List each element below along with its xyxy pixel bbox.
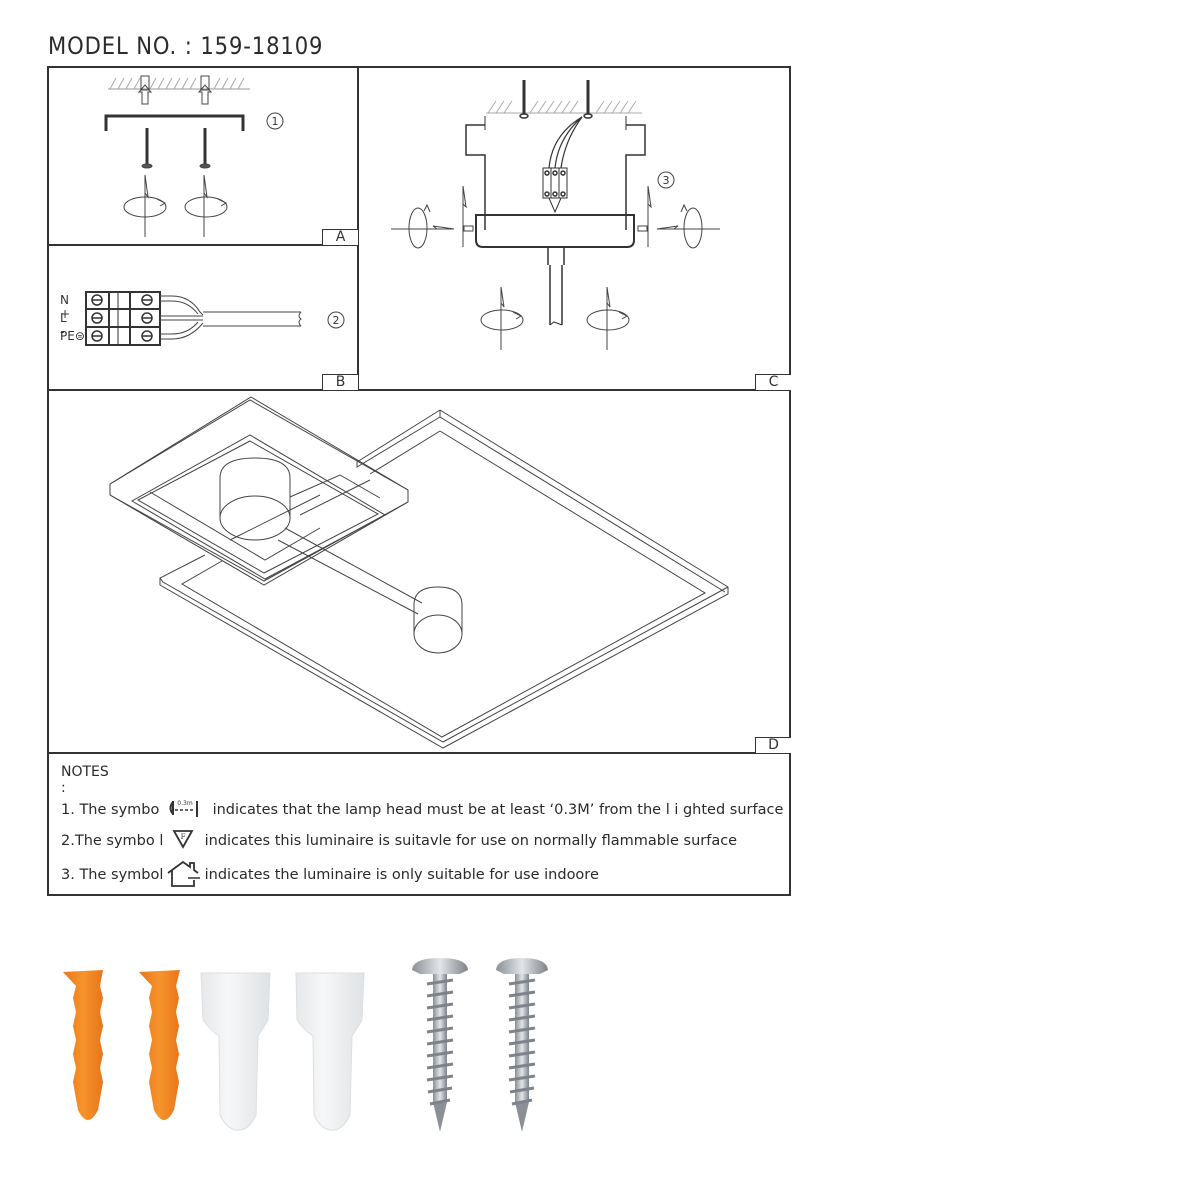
terminal-label-pe: PE⊜	[60, 329, 85, 343]
distance-0.3m-icon: 0.3m	[169, 800, 198, 817]
panel-a-bracket-mounting: 1	[0, 0, 284, 237]
wire-connector-cap-icon	[295, 972, 365, 1131]
wire-connector-cap-icon	[200, 972, 271, 1131]
panel-tag-a: A	[322, 229, 358, 245]
wall-plug-icon	[137, 75, 153, 105]
notes-heading: NOTES :	[61, 764, 109, 796]
terminal-label-l: L -	[60, 311, 67, 339]
panel-tag-d: D	[755, 737, 791, 753]
hardware-parts-row	[0, 940, 1200, 1140]
panel-c-canopy-mounting: 3	[0, 0, 720, 350]
screw-icon	[496, 958, 548, 1132]
screw-icon	[412, 958, 468, 1132]
panel-d-assembled-view	[0, 0, 729, 749]
note-2-prefix: 2.The symbo l	[61, 833, 164, 849]
indoor-house-icon	[167, 860, 200, 887]
note-3-prefix: 3. The symbol	[61, 867, 164, 883]
panel-tag-b: B	[322, 374, 358, 390]
hardware-parts-illustration	[63, 958, 548, 1132]
instruction-sheet-frame: A B C D	[47, 66, 791, 896]
note-2-text: indicates this luminaire is suitavle for…	[204, 833, 738, 849]
step-number-1: 1	[272, 115, 279, 128]
divider-a-b	[49, 244, 359, 246]
note-3-text: indicates the luminaire is only suitable…	[204, 867, 599, 883]
svg-text:0.3m: 0.3m	[177, 800, 193, 807]
step-number-3: 3	[663, 174, 670, 187]
note-item-2: 2.The symbo l F indicates this luminaire…	[61, 829, 737, 849]
divider-top-d	[49, 389, 789, 391]
svg-text:F: F	[181, 833, 186, 841]
wall-plug-icon	[139, 970, 180, 1120]
step-number-2: 2	[333, 314, 340, 327]
note-1-prefix: 1. The symbo	[61, 802, 160, 818]
terminal-label-n: N +	[60, 293, 71, 321]
flammable-surface-icon: F	[172, 830, 194, 849]
panel-tag-c: C	[755, 374, 791, 390]
divider-vertical	[357, 68, 359, 390]
note-1-text: indicates that the lamp head must be at …	[212, 802, 784, 818]
wall-plug-icon	[63, 970, 103, 1120]
model-number-title: MODEL NO. : 159-18109	[48, 32, 324, 60]
note-item-1: 1. The symbo 0.3m indicates that the lam…	[61, 797, 783, 819]
divider-d-notes	[49, 752, 789, 754]
note-item-3: 3. The symbol indicates the luminaire is…	[61, 860, 599, 887]
panel-b-wiring: N + L - PE⊜ 2	[0, 0, 345, 346]
